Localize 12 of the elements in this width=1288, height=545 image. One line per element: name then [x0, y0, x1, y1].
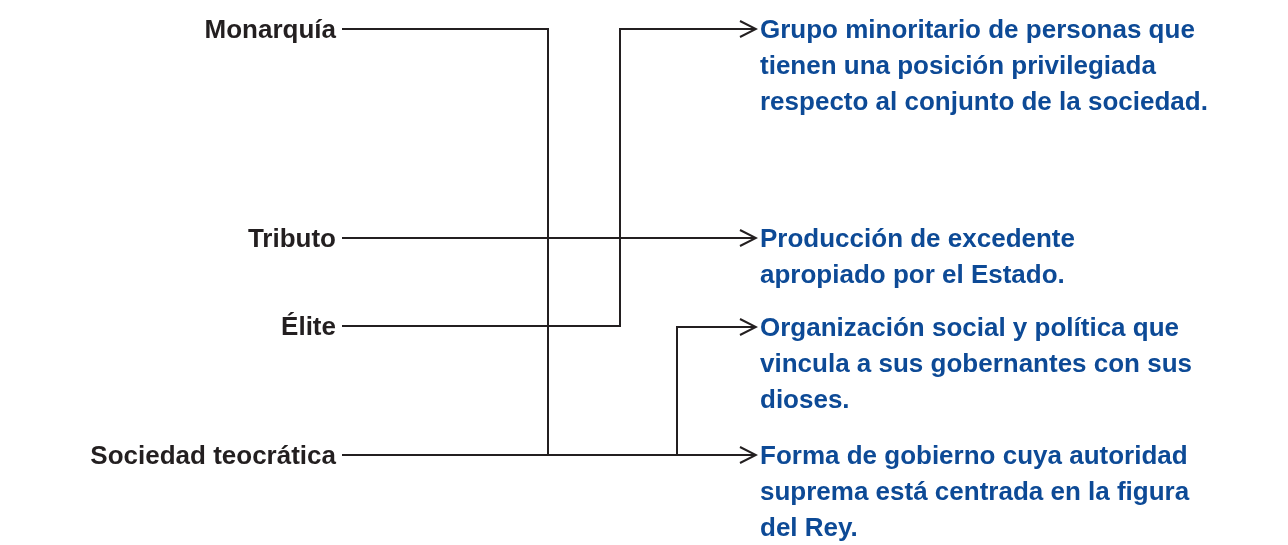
definition-text: Producción de excedente apropiado por el Estado. [760, 220, 1160, 292]
connector-arrow [341, 229, 757, 247]
connector-arrow [341, 318, 757, 456]
term-label: Sociedad teocrática [0, 437, 336, 473]
term-label: Monarquía [0, 11, 336, 47]
connector-arrow [341, 28, 757, 464]
definition-text: Grupo minoritario de personas que tienen una posición privilegiada respecto al conjunto de la sociedad. [760, 11, 1230, 119]
definition-text: Organización social y política que vincula a sus gobernantes con sus dioses. [760, 309, 1260, 417]
definition-text: Forma de gobierno cuya autoridad suprema está centrada en la figura del Rey. [760, 437, 1190, 545]
term-label: Élite [0, 308, 336, 344]
term-label: Tributo [0, 220, 336, 256]
connector-arrow [341, 20, 757, 327]
